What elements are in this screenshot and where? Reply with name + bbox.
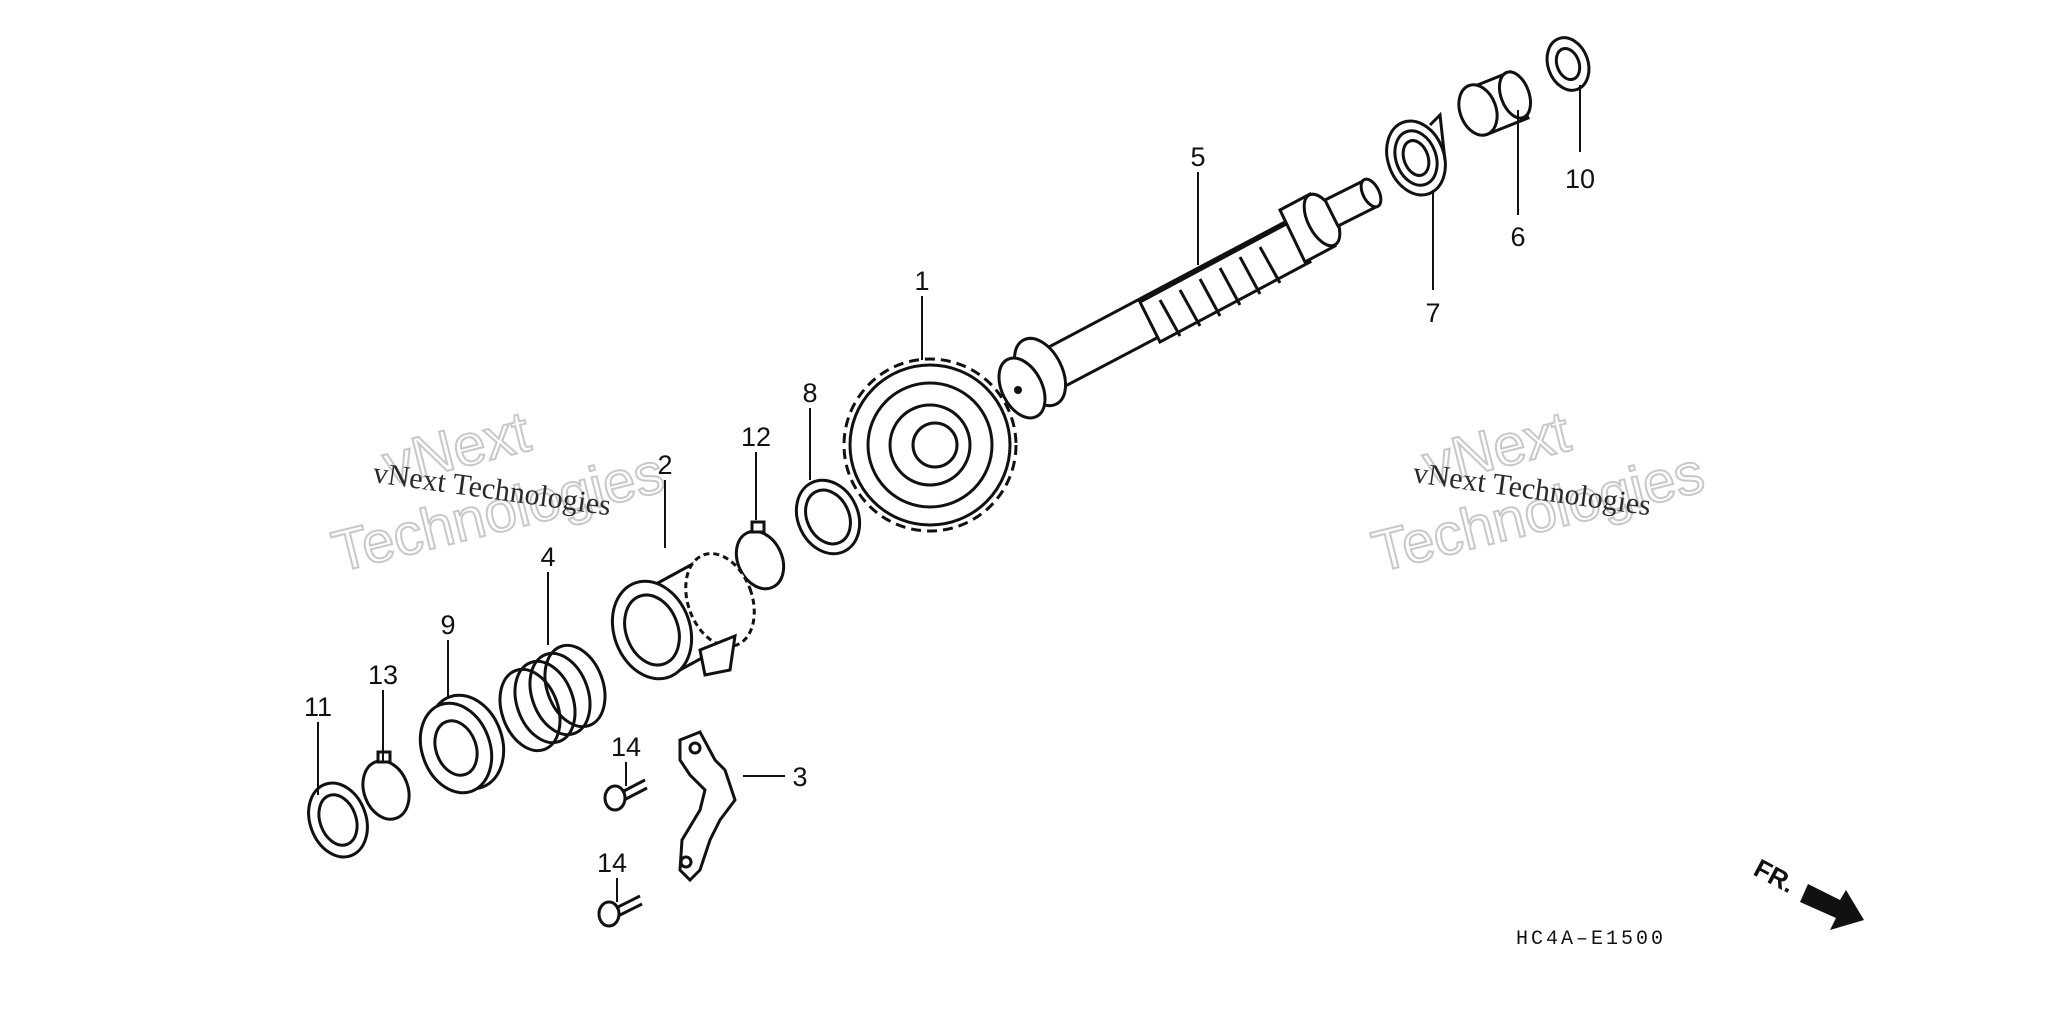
washer-icon [307,781,369,859]
washer-icon [794,478,862,556]
thick-washer-icon [418,693,506,795]
bracket-icon [678,730,737,883]
gear-icon [842,357,1018,533]
callout-part-11: 11 [304,692,332,722]
arrow-icon [1800,884,1864,930]
callout-part-4: 4 [540,542,555,572]
front-direction-indicator: FR. [1749,853,1864,930]
bolt-icon [597,894,643,928]
callout-part-14: 14 [611,732,641,762]
front-label: FR. [1749,853,1800,899]
callout-part-10: 10 [1565,164,1595,194]
leader-lines [317,85,1581,902]
bushing-icon [1457,70,1533,137]
callout-part-2: 2 [657,450,672,480]
callout-part-3: 3 [792,762,807,792]
coil-spring-icon [498,643,607,753]
callout-part-8: 8 [802,378,817,408]
pinion-icon [610,552,756,681]
callout-part-14: 14 [597,848,627,878]
torsion-spring-icon [1385,111,1447,197]
callout-part-6: 6 [1510,222,1525,252]
washer-icon [1545,36,1591,92]
callout-part-7: 7 [1425,298,1440,328]
callout-part-5: 5 [1190,142,1205,172]
bolt-icon [603,778,648,812]
callout-part-12: 12 [741,422,771,452]
callout-part-13: 13 [368,660,398,690]
callout-part-1: 1 [914,266,929,296]
shaft-icon [997,177,1383,420]
callout-part-9: 9 [440,610,455,640]
diagram-code: HC4A–E1500 [1516,928,1666,951]
